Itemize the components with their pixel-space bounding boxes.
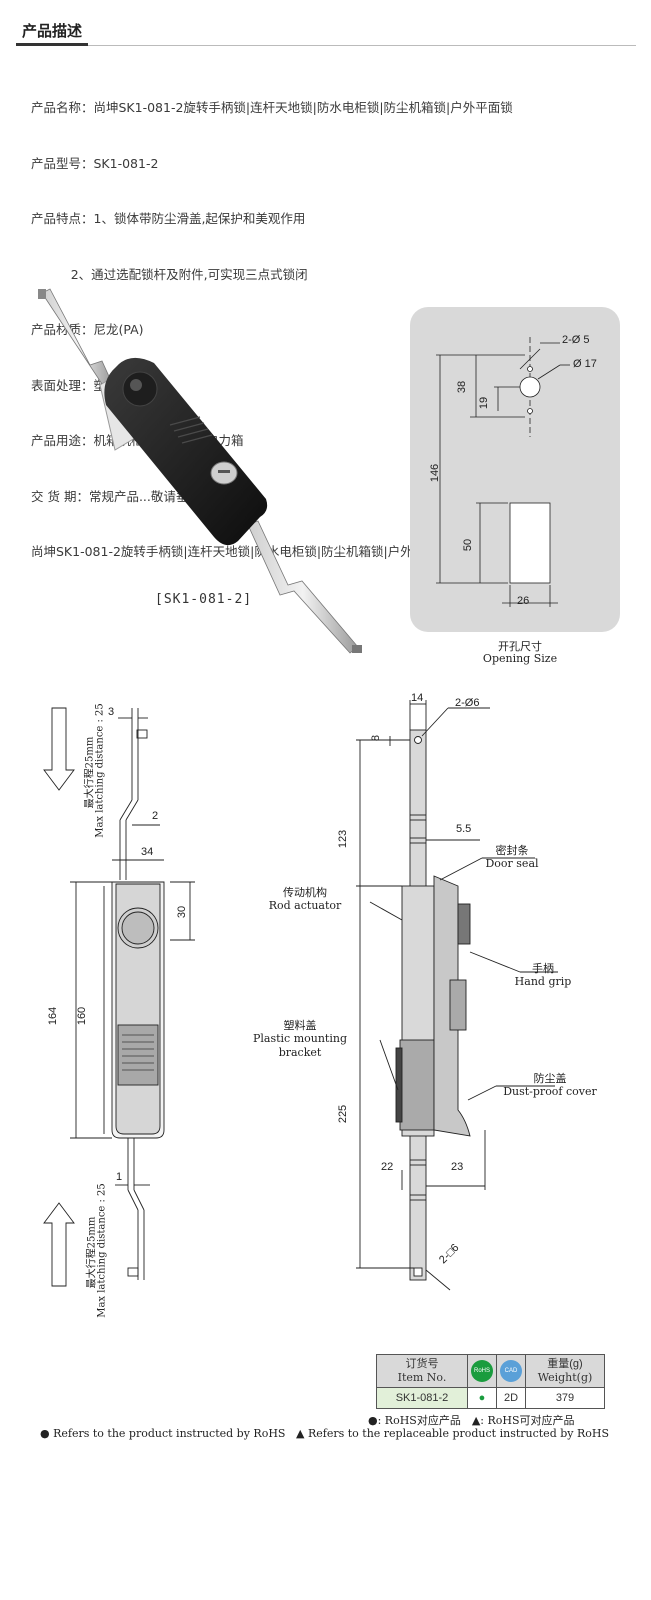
dim-34: 34 bbox=[141, 846, 154, 858]
spec-line: 产品特点：1、锁体带防尘滑盖,起保护和美观作用 bbox=[31, 211, 306, 226]
dim-164: 164 bbox=[47, 1006, 60, 1026]
latch-bot-en: Max latching distance : 25 bbox=[96, 1183, 108, 1318]
item-header-en: Item No. bbox=[397, 1371, 447, 1384]
rod-actuator-cn: 传动机构 bbox=[283, 886, 327, 899]
order-table: 订货号 Item No. RoHS CAD 重量(g) Weight(g) SK… bbox=[376, 1354, 605, 1409]
dim-14: 14 bbox=[411, 692, 424, 704]
spec-line: 产品材质：尼龙(PA) bbox=[31, 322, 144, 337]
col-rohs-header: RoHS bbox=[467, 1354, 497, 1388]
header-divider bbox=[16, 45, 636, 46]
rohs-legend-en-2: ▲ Refers to the replaceable product inst… bbox=[296, 1427, 610, 1440]
bracket-en-1: Plastic mounting bbox=[252, 1032, 347, 1045]
latch-top-en: Max latching distance : 25 bbox=[94, 703, 106, 838]
latch-bot-cn: 最大行程25mm bbox=[86, 1216, 98, 1289]
dim-22: 22 bbox=[381, 1161, 394, 1173]
weight-header-cn: 重量(g) bbox=[547, 1358, 583, 1370]
section-title: 产品描述 bbox=[22, 22, 83, 40]
dim-50: 50 bbox=[462, 538, 475, 552]
front-view-drawing bbox=[43, 707, 195, 1287]
rohs-legend-cn: ●: RoHS对应产品 ▲: RoHS可对应产品 bbox=[368, 1414, 575, 1427]
opening-size-cn: 开孔尺寸 bbox=[498, 640, 542, 653]
dim-1: 1 bbox=[116, 1171, 123, 1183]
door-seal-cn: 密封条 bbox=[495, 844, 529, 857]
dim-hole-5: 2-Ø 5 bbox=[562, 334, 590, 346]
spec-line: 交 货 期：常规产品...敬请垂询 bbox=[31, 488, 201, 504]
cad-badge-icon: CAD bbox=[500, 1360, 522, 1382]
dim-3: 3 bbox=[108, 706, 115, 718]
col-cad-header: CAD bbox=[496, 1354, 526, 1388]
latch-top-cn: 最大行程25mm bbox=[84, 736, 96, 809]
col-weight-header: 重量(g) Weight(g) bbox=[525, 1354, 605, 1388]
hand-grip-cn: 手柄 bbox=[532, 962, 554, 975]
dim-hole-17: Ø 17 bbox=[573, 358, 597, 370]
col-item-header: 订货号 Item No. bbox=[376, 1354, 468, 1388]
rohs-legend-en-1: ● Refers to the product instructed by Ro… bbox=[40, 1427, 286, 1440]
dim-146: 146 bbox=[429, 463, 442, 483]
dim-160: 160 bbox=[76, 1006, 89, 1026]
spec-line: 2、通过选配锁杆及附件,可实现三点式锁闭 bbox=[31, 266, 308, 282]
dim-38: 38 bbox=[456, 380, 469, 394]
dim-30: 30 bbox=[176, 905, 189, 919]
dim-225: 225 bbox=[337, 1104, 350, 1124]
door-seal-en: Door seal bbox=[485, 857, 539, 870]
item-number: SK1-081-2 bbox=[376, 1387, 468, 1409]
cad-value: 2D bbox=[496, 1387, 526, 1409]
dim-2: 2 bbox=[152, 810, 159, 822]
spec-line: 产品型号：SK1-081-2 bbox=[31, 155, 159, 171]
header-underline bbox=[16, 43, 88, 46]
dim-23: 23 bbox=[451, 1161, 464, 1173]
opening-size-drawing bbox=[410, 307, 620, 632]
dim-5-5: 5.5 bbox=[456, 823, 472, 835]
weight-header-en: Weight(g) bbox=[537, 1371, 593, 1384]
table-row: SK1-081-2 ● 2D 379 bbox=[376, 1387, 605, 1409]
rohs-badge-icon: RoHS bbox=[471, 1360, 493, 1382]
dim-hole-6: 2-Ø6 bbox=[455, 697, 480, 709]
product-photo bbox=[38, 288, 362, 654]
bracket-en-2: bracket bbox=[278, 1046, 322, 1059]
spec-line: 产品名称：尚坤SK1-081-2旋转手柄锁|连杆天地锁|防水电柜锁|防尘机箱锁|… bbox=[31, 100, 513, 115]
item-header-cn: 订货号 bbox=[405, 1358, 439, 1370]
weight-value: 379 bbox=[525, 1387, 605, 1409]
bracket-cn: 塑料盖 bbox=[283, 1019, 317, 1032]
product-caption: [SK1-081-2] bbox=[155, 592, 253, 607]
rohs-mark: ● bbox=[467, 1387, 497, 1409]
dim-8: 8 bbox=[370, 734, 383, 742]
dust-cover-cn: 防尘盖 bbox=[533, 1072, 567, 1085]
dim-19: 19 bbox=[478, 396, 491, 410]
dim-123: 123 bbox=[337, 829, 350, 849]
dust-cover-en: Dust-proof cover bbox=[503, 1085, 597, 1098]
dim-26: 26 bbox=[517, 595, 530, 607]
opening-size-en: Opening Size bbox=[482, 652, 558, 665]
side-view-drawing bbox=[356, 700, 558, 1291]
hand-grip-en: Hand grip bbox=[514, 975, 572, 988]
rod-actuator-en: Rod actuator bbox=[268, 899, 342, 912]
